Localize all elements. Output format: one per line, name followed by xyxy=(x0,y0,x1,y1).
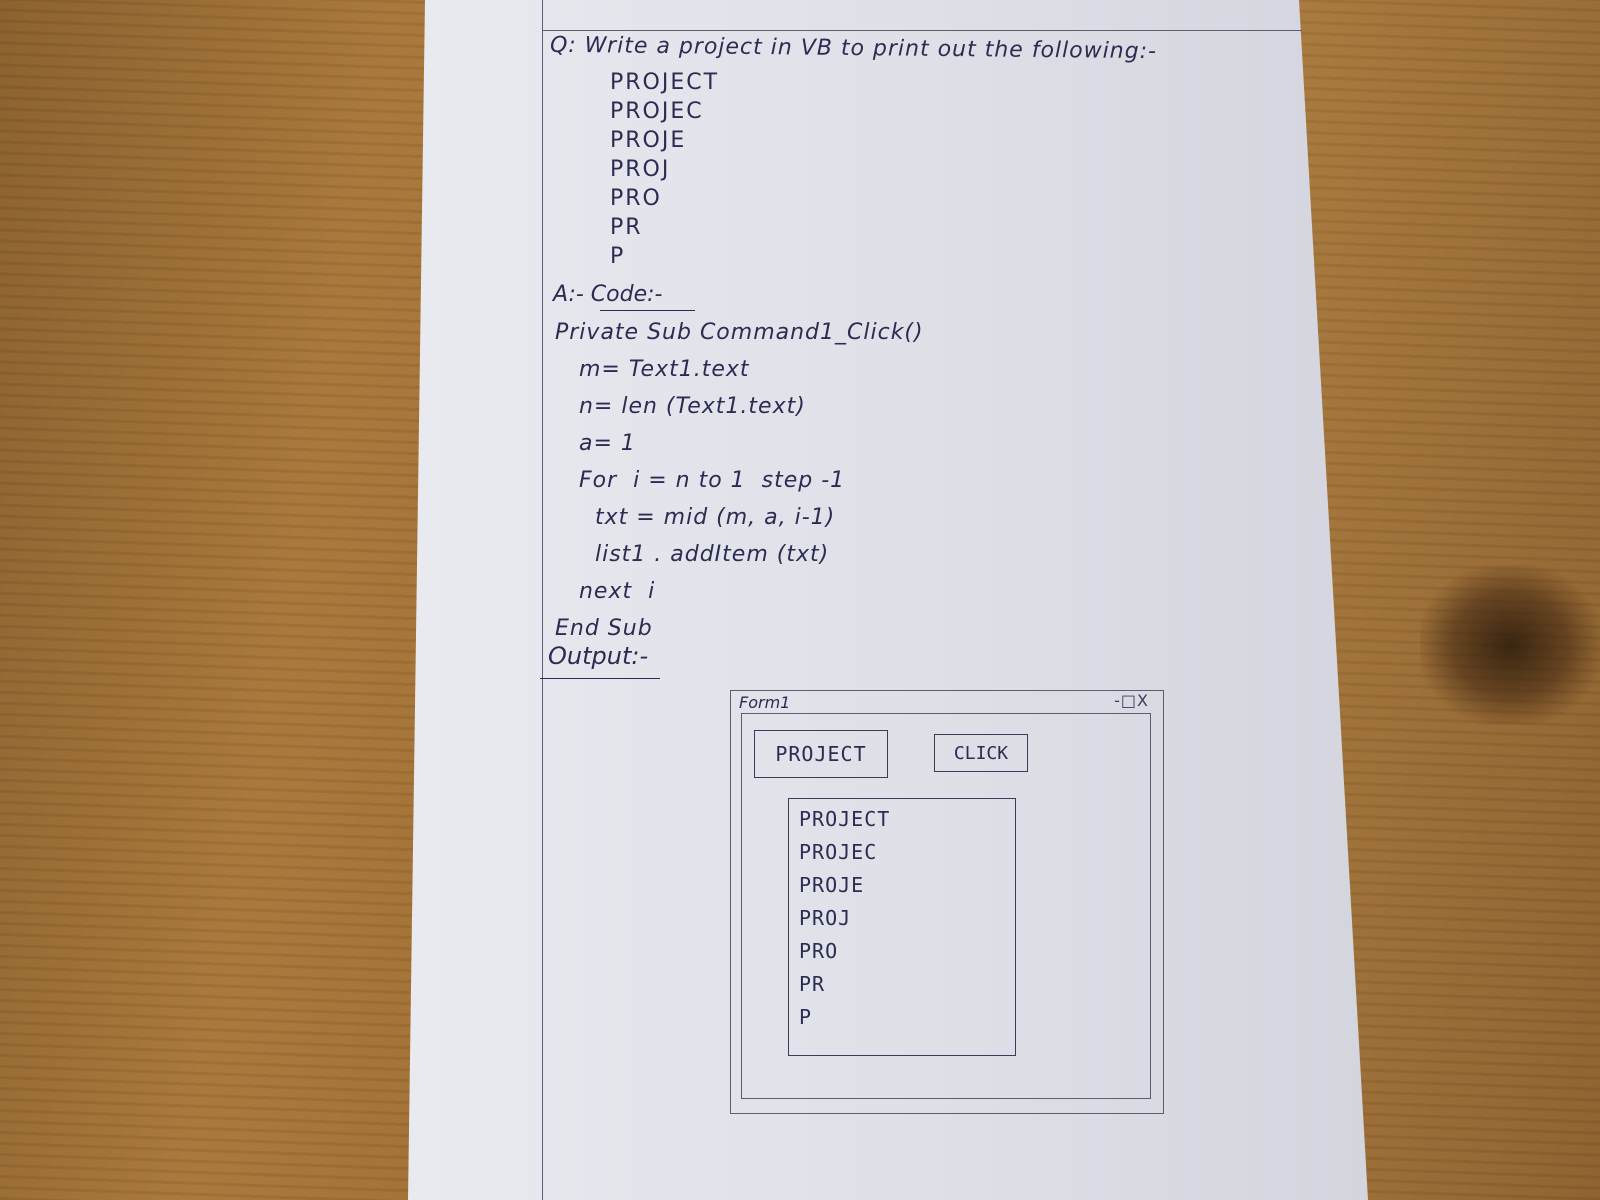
code-line: list1 . addItem (txt) xyxy=(555,542,830,567)
list-item: PRO xyxy=(799,939,839,963)
pattern-line: PR xyxy=(610,215,643,240)
list1-listbox: PROJECT PROJEC PROJE PROJ PRO PR P xyxy=(788,798,1016,1056)
code-line: a= 1 xyxy=(555,431,636,456)
answer-heading: A:- Code:- xyxy=(553,282,663,307)
margin-line xyxy=(542,0,543,1200)
list-item: PROJECT xyxy=(799,807,891,831)
code-line: m= Text1.text xyxy=(555,357,750,382)
top-rule xyxy=(542,30,1302,31)
code-line: For i = n to 1 step -1 xyxy=(555,468,846,493)
list-item: PROJ xyxy=(799,906,852,930)
pattern-line: PROJECT xyxy=(610,70,720,95)
list-item: P xyxy=(799,1005,813,1029)
form-client-area: PROJECT CLICK PROJECT PROJEC PROJE PROJ … xyxy=(741,713,1151,1099)
code-line: txt = mid (m, a, i-1) xyxy=(555,505,836,530)
code-line: Private Sub Command1_Click() xyxy=(555,320,924,345)
code-line: next i xyxy=(555,579,656,604)
window-controls-icon: -□X xyxy=(1114,691,1149,710)
pattern-line: PROJE xyxy=(610,128,687,153)
text1-textbox: PROJECT xyxy=(754,730,888,778)
click-button: CLICK xyxy=(934,734,1028,772)
pattern-line: PROJEC xyxy=(610,99,704,124)
pattern-line: P xyxy=(610,244,626,269)
list-item: PROJEC xyxy=(799,840,878,864)
desk-stain xyxy=(1420,565,1600,725)
code-line: n= len (Text1.text) xyxy=(555,394,806,419)
output-heading: Output:- xyxy=(548,642,649,670)
list-item: PR xyxy=(799,972,826,996)
expected-pattern: PROJECT PROJEC PROJE PROJ PRO PR P xyxy=(610,70,719,273)
pattern-line: PRO xyxy=(610,186,662,211)
code-underline xyxy=(600,310,695,311)
code-line: End Sub xyxy=(555,616,653,641)
form-title: Form1 xyxy=(739,693,791,712)
paper-sheet xyxy=(408,0,1368,1200)
pattern-line: PROJ xyxy=(610,157,671,182)
list-item: PROJE xyxy=(799,873,865,897)
drawn-form-window: Form1 -□X PROJECT CLICK PROJECT PROJEC P… xyxy=(730,690,1164,1114)
code-listing: Private Sub Command1_Click() m= Text1.te… xyxy=(555,320,924,653)
output-underline xyxy=(540,678,660,679)
